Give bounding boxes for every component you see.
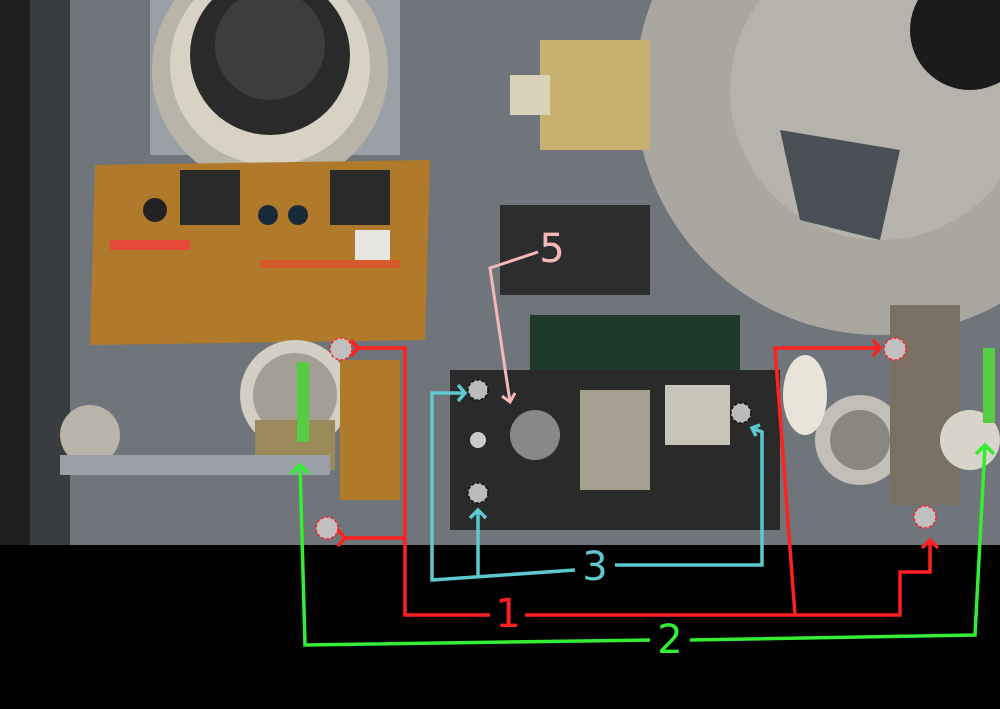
screw-1: [329, 337, 353, 361]
right-roller: [783, 305, 1000, 505]
tape-deck-photo: [0, 0, 1000, 545]
center-pcb: [450, 205, 780, 530]
right-green-spindle: [983, 348, 995, 423]
callout-3-lines: [430, 383, 764, 582]
head-screw-3: [730, 402, 752, 424]
callout-label-2: 2: [657, 617, 682, 663]
top-motor: [150, 0, 400, 188]
screw-2: [315, 516, 339, 540]
callout-2-lines: [289, 442, 996, 647]
left-roller: [60, 340, 400, 500]
left-green-spindle: [297, 362, 309, 442]
callout-label-5: 5: [539, 226, 564, 272]
callout-label-3: 3: [582, 544, 607, 590]
head-screw-1: [467, 379, 489, 401]
screw-3: [883, 337, 907, 361]
solenoid: [510, 40, 650, 150]
screw-4: [913, 505, 937, 529]
callout-5-lines: [488, 250, 539, 405]
tape-reel: [635, 0, 1000, 335]
callout-label-1: 1: [495, 591, 520, 637]
left-pcb: [90, 160, 430, 345]
head-screw-2: [467, 482, 489, 504]
callout-1-lines: [336, 338, 940, 617]
